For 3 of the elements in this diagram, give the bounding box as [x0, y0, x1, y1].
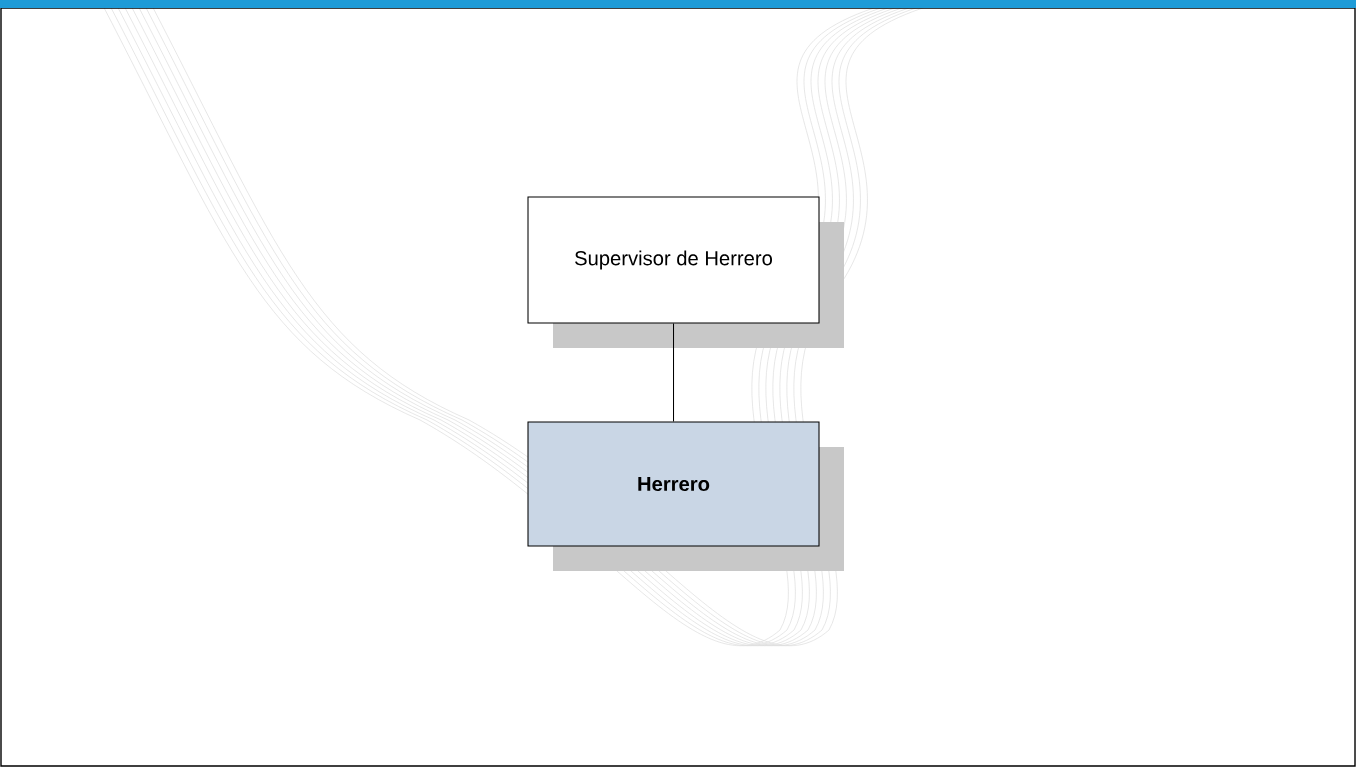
role-box: Supervisor de Herrero [527, 196, 820, 324]
role-box: Herrero [527, 421, 820, 547]
connector-line [673, 323, 675, 422]
